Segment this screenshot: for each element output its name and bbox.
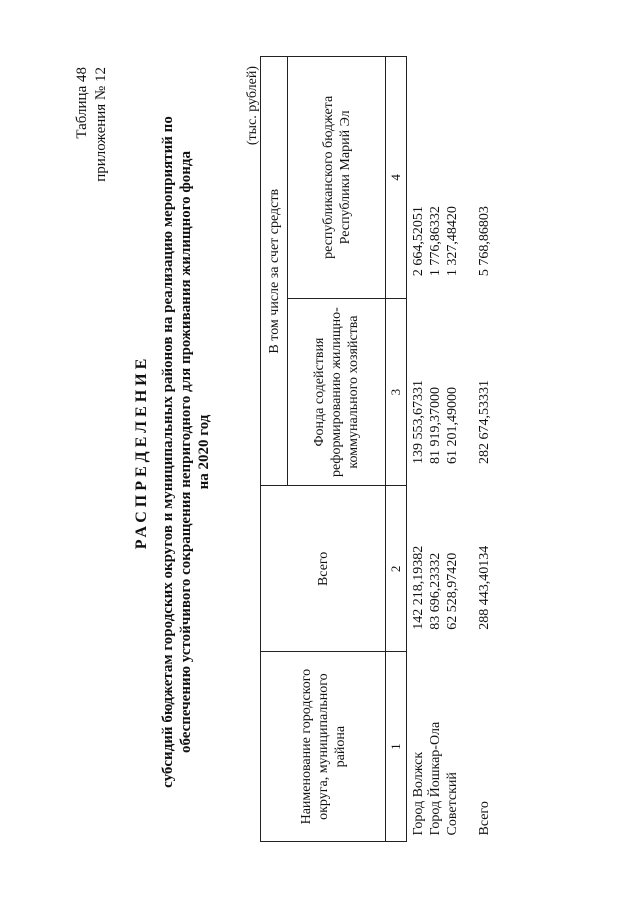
total-republic: 5 768,86803 bbox=[477, 206, 492, 277]
header-republic: республиканского бюджета Республики Мари… bbox=[287, 56, 386, 299]
column-number: 2 bbox=[385, 485, 407, 652]
row-republic: 1 327,48420 bbox=[445, 206, 460, 277]
table-row: Город Волжск 142 218,19382 139 553,67331… bbox=[407, 57, 428, 842]
column-number-row: 1 2 3 4 bbox=[385, 56, 407, 842]
row-fund: 139 553,67331 bbox=[411, 379, 426, 464]
row-total: 83 696,23332 bbox=[428, 552, 443, 630]
column-number: 1 bbox=[385, 651, 407, 842]
row-name: Город Волжск bbox=[411, 751, 426, 836]
column-number: 3 bbox=[385, 298, 407, 486]
header-total: Всего bbox=[260, 485, 386, 652]
row-republic: 1 776,86332 bbox=[428, 206, 443, 277]
table-reference: Таблица 48 приложения № 12 bbox=[73, 67, 111, 182]
table-row: Город Йошкар-Ола 83 696,23332 81 919,370… bbox=[427, 57, 444, 842]
appendix-number: приложения № 12 bbox=[93, 67, 109, 182]
header-fund: Фонда содействия реформированию жилищно-… bbox=[287, 298, 386, 486]
title-line-1: субсидий бюджетам городских округов и му… bbox=[160, 116, 176, 788]
row-name: Город Йошкар-Ола bbox=[428, 721, 443, 836]
title-heading: РАСПРЕДЕЛЕНИЕ bbox=[133, 354, 150, 550]
table-row: Советский 62 528,97420 61 201,49000 1 32… bbox=[444, 57, 461, 842]
distribution-table: Наименование городского округа, муниципа… bbox=[260, 56, 493, 842]
row-total: 62 528,97420 bbox=[445, 552, 460, 630]
row-total: 142 218,19382 bbox=[411, 545, 426, 630]
total-value: 288 443,40134 bbox=[477, 545, 492, 630]
header-name: Наименование городского округа, муниципа… bbox=[260, 651, 386, 842]
column-number: 4 bbox=[385, 56, 407, 299]
title-line-3: на 2020 год bbox=[196, 414, 212, 490]
title-line-2: обеспечению устойчивого сокращения непри… bbox=[178, 150, 194, 754]
rotated-document-page: Таблица 48 приложения № 12 РАСПРЕДЕЛЕНИЕ… bbox=[55, 42, 615, 862]
row-name: Советский bbox=[445, 772, 460, 836]
header-row-1: Наименование городского округа, муниципа… bbox=[260, 56, 386, 842]
table-number: Таблица 48 bbox=[74, 67, 90, 139]
row-fund: 61 201,49000 bbox=[445, 386, 460, 464]
total-fund: 282 674,53331 bbox=[477, 379, 492, 464]
row-fund: 81 919,37000 bbox=[428, 386, 443, 464]
row-republic: 2 664,52051 bbox=[411, 206, 426, 277]
unit-label: (тыс. рублей) bbox=[245, 66, 260, 146]
total-row: Всего 288 443,40134 282 674,53331 5 768,… bbox=[461, 57, 493, 842]
header-group: В том числе за счет средств bbox=[260, 56, 288, 486]
total-name: Всего bbox=[477, 801, 492, 836]
document-title: РАСПРЕДЕЛЕНИЕ субсидий бюджетам городски… bbox=[133, 102, 213, 802]
